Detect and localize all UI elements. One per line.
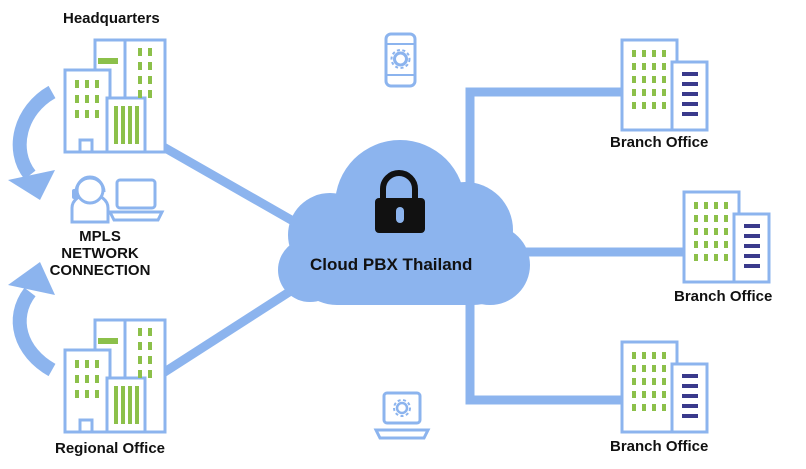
branch-office-3-label: Branch Office <box>610 438 709 455</box>
curved-arrow-top-icon <box>8 85 56 200</box>
mpls-label-line-2: NETWORK <box>61 245 139 262</box>
padlock-icon <box>375 170 425 233</box>
branch-office-2-label: Branch Office <box>674 288 773 305</box>
curved-arrow-bottom-icon <box>8 262 56 377</box>
laptop-icon <box>107 178 165 222</box>
cloud-icon <box>278 140 530 305</box>
regional-office-building-icon <box>63 318 167 434</box>
branch-office-2-building-icon <box>682 190 771 284</box>
headquarters-label: Headquarters <box>63 10 160 27</box>
cloud-label: Cloud PBX Thailand <box>310 255 473 274</box>
connection-lines <box>157 87 690 405</box>
mpls-label-line-3: CONNECTION <box>49 262 151 279</box>
laptop-gear-icon <box>373 391 431 440</box>
headquarters-building-icon <box>63 38 167 154</box>
mpls-label-line-1: MPLS <box>79 228 121 245</box>
cloud-to-branch-3-line <box>465 300 625 405</box>
branch-office-1-building-icon <box>620 38 709 132</box>
call-agent-icon <box>70 175 110 224</box>
branch-office-1-label: Branch Office <box>610 134 709 151</box>
regional-to-cloud-line <box>157 281 303 379</box>
smartphone-gear-icon <box>384 32 417 88</box>
cloud-to-branch-1-line <box>465 87 625 215</box>
hq-to-cloud-line <box>157 141 303 229</box>
mpls-label: MPLS NETWORK CONNECTION <box>40 228 160 279</box>
regional-office-label: Regional Office <box>55 440 166 457</box>
branch-office-3-building-icon <box>620 340 709 434</box>
